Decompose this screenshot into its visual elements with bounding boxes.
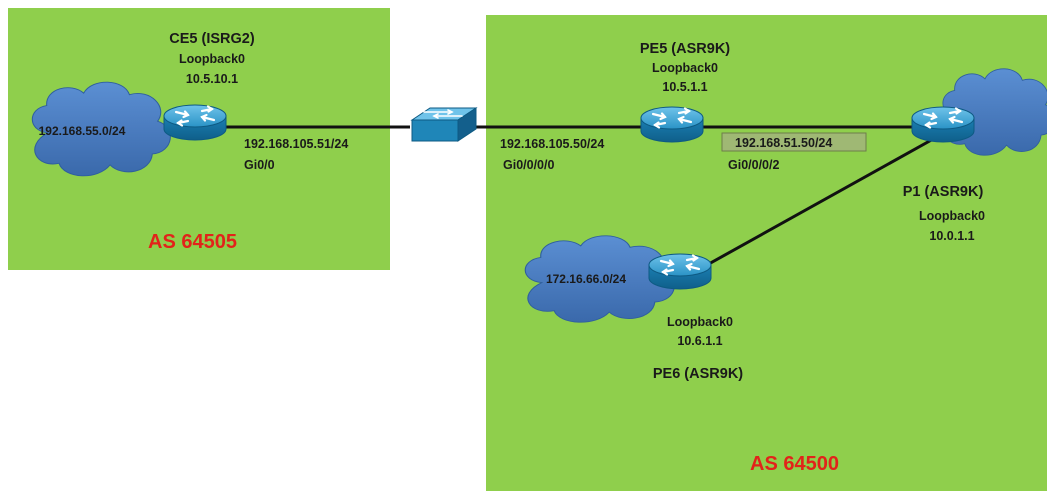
as-64505-label: AS 64505 xyxy=(148,231,237,253)
ce5-lan-network: 192.168.55.0/24 xyxy=(39,124,126,138)
pe5-loopback-ip: 10.5.1.1 xyxy=(662,80,707,94)
router-p1-icon xyxy=(910,105,976,144)
pe5-p1-label-highlight xyxy=(721,132,867,152)
pe6-loopback-ip: 10.6.1.1 xyxy=(677,334,722,348)
router-ce5-icon xyxy=(162,103,228,142)
router-pe6-icon xyxy=(647,252,713,291)
p1-name: P1 (ASR9K) xyxy=(903,184,984,200)
ce5-link-ip: 192.168.105.51/24 xyxy=(244,137,348,151)
as-64500-label: AS 64500 xyxy=(750,453,839,475)
link-pe6-p1 xyxy=(679,136,936,282)
p1-loopback-name: Loopback0 xyxy=(919,209,985,223)
pe5-link-interface-ce5-side: Gi0/0/0/0 xyxy=(503,158,554,172)
pe5-link-ip-p1-side: 192.168.51.50/24 xyxy=(735,136,832,150)
router-pe5-icon xyxy=(639,105,705,144)
pe5-name: PE5 (ASR9K) xyxy=(640,41,730,57)
pe5-link-ip-ce5-side: 192.168.105.50/24 xyxy=(500,137,604,151)
ce5-loopback-name: Loopback0 xyxy=(179,52,245,66)
pe6-loopback-name: Loopback0 xyxy=(667,315,733,329)
ce5-link-interface: Gi0/0 xyxy=(244,158,275,172)
pe6-lan-network: 172.16.66.0/24 xyxy=(546,272,626,286)
switch-icon xyxy=(410,107,478,142)
pe5-link-interface-p1-side: Gi0/0/0/2 xyxy=(728,158,779,172)
p1-loopback-ip: 10.0.1.1 xyxy=(929,229,974,243)
ce5-name: CE5 (ISRG2) xyxy=(169,31,255,47)
ce5-loopback-ip: 10.5.10.1 xyxy=(186,72,238,86)
pe6-name: PE6 (ASR9K) xyxy=(653,366,743,382)
pe5-loopback-name: Loopback0 xyxy=(652,61,718,75)
